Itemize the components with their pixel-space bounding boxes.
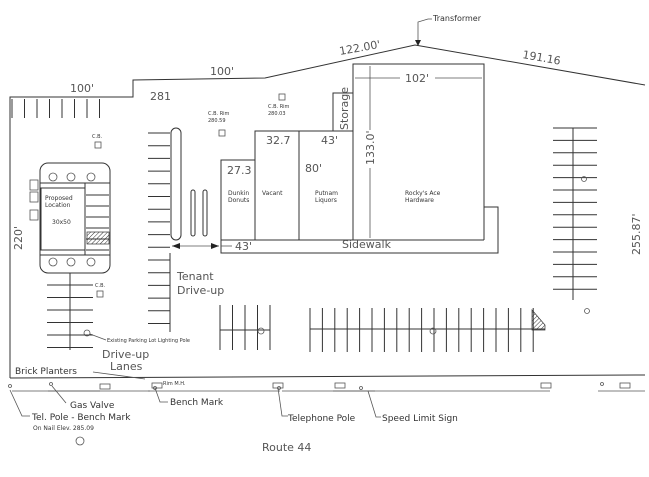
drive-width-dim: 43' [235,240,252,253]
transformer-label: Transformer [432,14,482,23]
tree-icon [86,172,96,182]
catch-basin [218,129,226,137]
parking-stalls [11,99,597,352]
tel-pole-bench-mark-label: Tel. Pole - Bench Mark [31,413,131,423]
store-dim-dunkin: 27.3 [227,164,252,177]
left-dimension: 220' [12,226,25,250]
lighting-pole [584,308,590,314]
store-name-vacant: Vacant [262,190,283,197]
size-label: 30x50 [52,219,71,226]
pole-icon [600,382,604,386]
lighting-pole [581,176,587,182]
speed-limit-sign-label: Speed Limit Sign [382,414,458,424]
store-dim-putnam-depth: 80' [305,162,322,175]
street-curb [8,382,645,392]
bench-mark-label: Bench Mark [170,398,224,408]
cb-label: C.B. [92,134,103,140]
brick-planters-label: Brick Planters [15,367,77,377]
store-name-dunkin-2: Donuts [228,197,249,204]
store-name-rockys-2: Hardware [405,197,434,204]
brick-planter [334,382,346,389]
tree-icon [66,172,76,182]
telephone-pole-label: Telephone Pole [287,414,356,424]
rockys-width-dim: 102' [405,72,429,85]
driveup-lanes-label: Drive-up [102,348,149,361]
brick-planter [540,382,552,389]
store-name-putnam-2: Liquors [315,197,337,204]
proposed-label: Proposed [45,195,73,202]
lighting-pole [257,327,265,335]
right-dimension: 255.87' [630,213,643,255]
gas-valve-icon [49,382,53,386]
proposed-island [39,162,111,274]
tel-pole-icon [8,384,12,388]
cb-rim-elev: 280.03 [268,111,286,117]
tree-icon [66,257,76,267]
parked-car-icon [29,191,39,203]
telephone-pole-icon [277,386,281,390]
tree-icon [48,257,58,267]
brick-planter [151,382,163,389]
route-label: Route 44 [262,441,311,454]
brick-planter [619,382,631,389]
gas-valve-label: Gas Valve [70,401,115,411]
parked-car-icon [29,179,39,191]
sidewalk-label: Sidewalk [342,238,392,251]
top-mid-dimension: 100' [210,65,234,78]
brick-planter [99,383,111,390]
tenant-label: Tenant [176,270,214,283]
location-label: Location [45,202,71,209]
driveup-lanes-label-2: Lanes [110,360,143,373]
catch-basin [278,93,286,101]
top-left-dimension: 100' [70,82,94,95]
store-name-putnam: Putnam [315,190,338,197]
brick-planter [272,382,284,389]
bench-mark-icon [153,386,157,390]
top-dimension: 122.00' [338,38,381,58]
catch-basin [94,141,102,149]
speed-limit-sign-icon [359,386,363,390]
cb-label: C.B. [95,283,106,289]
on-nail-elev-label: On Nail Elev. 285.09 [33,425,94,432]
cb-rim-elev: 280.59 [208,118,226,124]
catch-basin [96,290,104,298]
store-dim-putnam-width: 43' [321,134,338,147]
property-boundary [9,44,646,379]
cb-rim-label: C.B. Rim [268,104,290,110]
storage-label: Storage [338,87,351,130]
parked-car-icon [29,209,39,221]
rockys-depth-dim: 133.0' [364,130,377,165]
store-name-rockys: Rocky's Ace [405,190,441,197]
store-name-dunkin: Dunkin [228,190,249,197]
buildings [220,63,499,254]
tree-icon [48,172,58,182]
elevation-label: 281 [150,90,171,103]
lighting-pole [429,327,437,335]
cb-rim-label: C.B. Rim [208,111,230,117]
store-dim-vacant: 32.7 [266,134,291,147]
lighting-pole-label: Existing Parking Lot Lighting Pole [107,338,190,344]
rim-mh-label: Rim M.H. [163,381,186,387]
tree-icon [86,257,96,267]
tenant-driveup-label: Drive-up [177,284,224,297]
